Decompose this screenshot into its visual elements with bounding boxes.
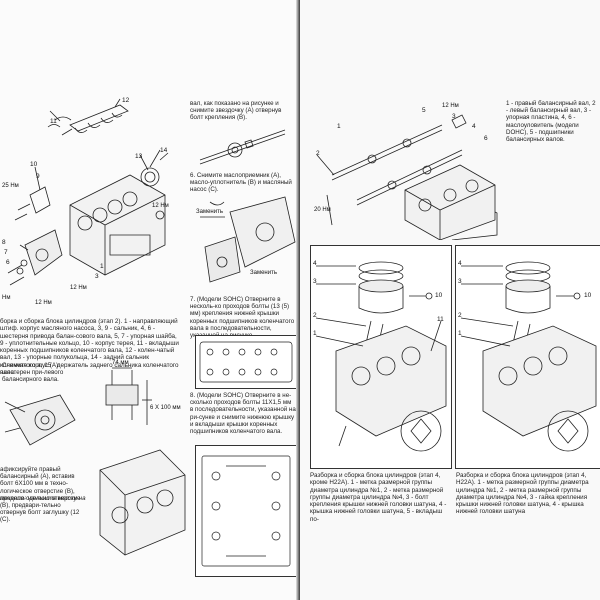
oil-pump-diagram: Заменить Заменить [190,192,298,292]
callout-l10: 10 [435,292,443,299]
torque-25nm: 25 Нм [2,183,19,189]
callout-l3: 3 [313,278,317,285]
oil-pump-drawing [200,196,296,283]
torque-nm: Нм [2,295,11,301]
shaft-sprocket-drawing [199,129,286,165]
callout-6: 6 [6,259,10,266]
callout-10: 10 [30,161,38,168]
callout-r6: 6 [484,135,488,142]
callout-rr2: 2 [458,312,462,319]
exploded-diagram-stage2: 11 12 14 13 10 9 8 7 6 1 3 25 Нм 12 Нм 1… [0,95,175,310]
torque-12nm-a: 12 Нм [152,203,169,209]
engine-side-drawing [99,449,186,556]
step-intro-sprocket: вал, как показано на рисунке и снимите з… [190,100,282,122]
torque-top-20nm: 20 Нм [314,207,331,213]
pistons-block-drawing-right [460,261,597,452]
caption-stage4-right: Разборка и сборка блока цилиндров (этап … [456,472,589,516]
callout-l4: 4 [313,260,317,267]
callout-r1: 1 [337,123,341,130]
callout-8: 8 [2,239,6,246]
left-page: 11 12 14 13 10 9 8 7 6 1 3 25 Нм 12 Нм 1… [0,95,298,577]
callout-9: 9 [36,173,40,180]
pistons-diagram-box-right: 4 3 2 1 10 [455,245,600,469]
callout-11: 11 [50,118,57,125]
engine-side-diagram [90,440,190,560]
callout-12: 12 [122,97,130,104]
torque-12nm-b: 12 Нм [70,285,87,291]
callout-rr3: 3 [458,278,462,285]
dimension-diagram: 74 мм 6 Х 100 мм [92,360,187,435]
caption-stage4-left: Разборка и сборка блока цилиндров (этап … [310,472,447,523]
step7-sohc-bolts: 7. (Модели SOHC) Отверните в несколь-ко … [190,296,295,339]
torque-12nm-c: 12 Нм [35,300,52,306]
step-fix-balance-shaft: афиксируйте правый балансирный (А), вста… [0,466,81,524]
dim-74mm: 74 мм [112,360,129,366]
callout-l2: 2 [313,312,317,319]
callout-r2: 2 [316,150,320,157]
gear-housing-drawing [4,394,76,446]
lower-block-drawing [201,455,291,567]
bolt-sequence-diagram-1 [195,335,297,389]
bolt-sequence-diagram-2 [195,445,297,577]
callout-rr10: 10 [584,292,592,299]
callout-1: 1 [100,263,104,270]
pistons-block-drawing-left [315,261,447,452]
label-replace-1: Заменить [196,209,223,215]
step6-oil-pump: 6. Снимите маслоприемник (А), масло-упло… [190,172,292,194]
block-top-drawing [404,164,496,240]
callout-r3: 3 [452,113,456,120]
callout-rr1: 1 [458,330,462,337]
callout-rr4: 4 [458,260,462,267]
balance-shaft-fix-drawing [105,367,152,425]
callout-l1: 1 [313,330,317,337]
top-caption: 1 - правый балансирный вал, 2 - левый ба… [506,100,596,144]
sprocket-diagram [195,120,295,170]
dim-6x100mm: 6 Х 100 мм [150,405,181,411]
step8-sohc-cover: 8. (Модели SOHC) Отверните в не-сколько … [190,392,296,436]
label-replace-2: Заменить [250,270,277,276]
housing-diagram [0,380,90,460]
bolt-pattern-drawing [199,341,293,383]
engine-block-exploded-drawing [7,98,169,286]
balance-shafts-diagram: 12 Нм 20 Нм 1 2 3 4 5 6 [312,95,502,240]
step-remove-housing: Снимите корпус (А) шестерен при-левого б… [2,362,64,384]
callout-l11: 11 [437,316,444,323]
block-top-diagram [400,160,500,240]
note-mark: мечание: нанесите метку на [0,495,86,502]
callout-7: 7 [4,249,8,256]
callout-3: 3 [95,273,99,280]
callout-r4: 4 [472,123,476,130]
balance-shafts-drawing [316,114,498,240]
torque-top-12nm: 12 Нм [442,103,459,109]
callout-14: 14 [160,147,168,154]
callout-13: 13 [135,153,143,160]
right-page: 12 Нм 20 Нм 1 2 3 4 5 6 1 - правый балан… [300,0,600,600]
pistons-diagram-box-left: 4 3 2 1 10 11 [310,245,452,469]
callout-r5: 5 [422,107,426,114]
caption-assembly-stage2: борка и сборка блока цилиндров (этап 2).… [0,318,179,377]
